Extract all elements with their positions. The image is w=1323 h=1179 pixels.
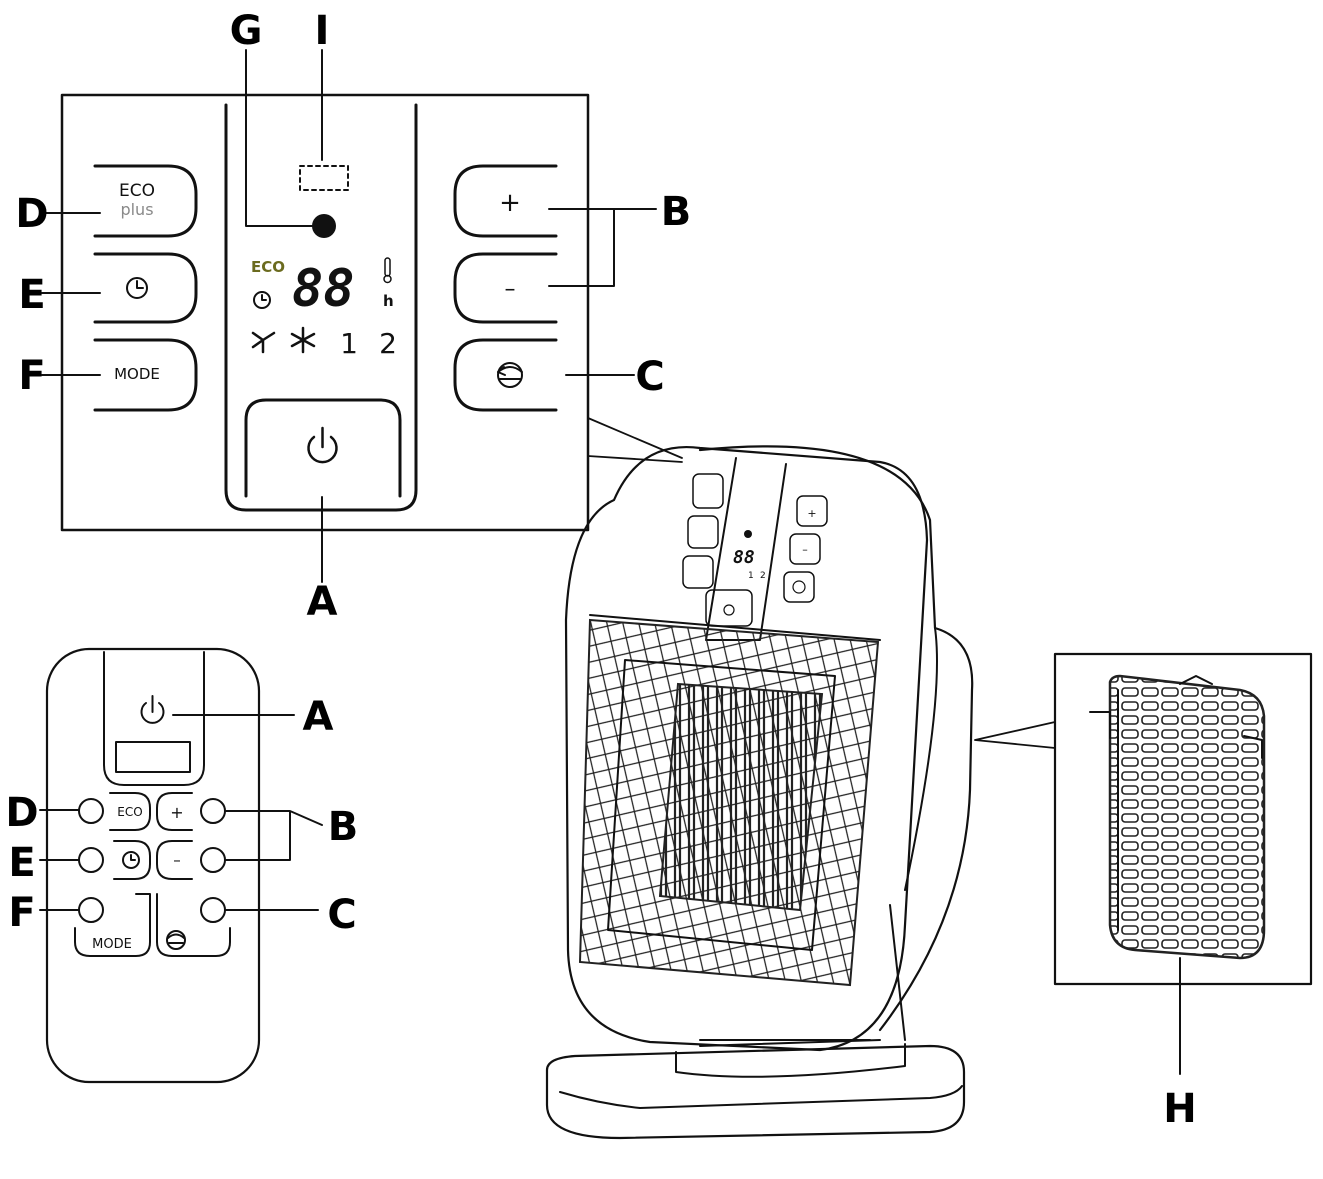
digit-display: 88: [292, 259, 355, 319]
callout-A-remote: A: [303, 694, 334, 740]
callout-H: H: [1163, 1086, 1196, 1132]
svg-text:+: +: [807, 507, 816, 520]
callout-B-panel: B: [661, 189, 692, 235]
remote-power-button[interactable]: [140, 695, 165, 724]
svg-text:1: 1: [748, 571, 754, 581]
callout-F-panel: F: [18, 353, 45, 399]
remote-eco-button[interactable]: ECO: [109, 792, 151, 831]
power-button[interactable]: [244, 398, 402, 498]
control-panel-closeup: ECO plus MODE + –: [60, 93, 683, 532]
remote-led-f: [78, 897, 104, 923]
panel-callouts: G I D E F B C A: [15, 8, 691, 625]
callout-E-panel: E: [18, 272, 45, 318]
svg-text:–: –: [802, 543, 808, 556]
oscillation-button[interactable]: [453, 338, 558, 412]
remote-plus-button[interactable]: +: [156, 792, 193, 831]
oscillation-icon: [166, 930, 186, 950]
heater-mini-panel: 88 1 2 + –: [682, 473, 828, 627]
svg-text:plus: plus: [120, 200, 153, 219]
svg-text:MODE: MODE: [92, 937, 132, 952]
mode-button[interactable]: MODE: [93, 338, 198, 412]
remote-led-plus: [200, 798, 226, 824]
eco-indicator: ECO: [251, 258, 285, 276]
remote-control: ECO + – MODE: [45, 647, 261, 1084]
heater-front-shell: [564, 446, 929, 1052]
callout-D-remote: D: [5, 790, 38, 836]
svg-text:+: +: [499, 188, 521, 218]
heater-base: [545, 1044, 966, 1140]
thermometer-icon: [383, 257, 392, 284]
callout-B-remote: B: [328, 804, 359, 850]
zoom-connector: [587, 417, 683, 463]
panel-frame: [60, 93, 590, 532]
remote-minus-button[interactable]: –: [156, 840, 193, 880]
ir-receiver-window: [299, 165, 349, 191]
svg-text:2: 2: [760, 571, 766, 581]
power-icon: [140, 695, 165, 724]
filter-grille: [1108, 674, 1266, 960]
svg-text:88: 88: [733, 547, 755, 568]
minus-button[interactable]: –: [453, 252, 558, 324]
hour-unit: h: [383, 292, 394, 310]
svg-text:+: +: [170, 803, 183, 822]
svg-text:ECO: ECO: [117, 805, 142, 819]
callout-F-remote: F: [8, 890, 35, 936]
svg-text:ECO: ECO: [119, 181, 155, 201]
callout-C-panel: C: [635, 354, 664, 400]
level-1-indicator: 1: [340, 327, 358, 360]
power-indicator-dot: [312, 214, 336, 238]
filter-closeup: H: [1053, 652, 1313, 1132]
fan-icon: [251, 331, 276, 354]
remote-body: [45, 647, 261, 1084]
svg-text:–: –: [173, 851, 181, 869]
heater: 88 1 2 + –: [545, 445, 1056, 1140]
level-2-indicator: 2: [379, 327, 397, 360]
remote-led-c: [200, 897, 226, 923]
callout-E-remote: E: [8, 840, 35, 886]
callout-I: I: [315, 8, 330, 54]
callout-G: G: [230, 8, 263, 54]
svg-text:MODE: MODE: [114, 365, 160, 383]
remote-led-d: [78, 798, 104, 824]
heat-icon: [290, 326, 316, 354]
heater-element: [658, 682, 824, 912]
timer-indicator-icon: [253, 291, 271, 309]
svg-text:–: –: [505, 277, 516, 302]
remote-timer-button[interactable]: [113, 840, 151, 880]
remote-oscillation-button[interactable]: [156, 893, 231, 957]
callout-A-panel: A: [307, 579, 338, 625]
remote-led-e: [78, 847, 104, 873]
remote-led-minus: [200, 847, 226, 873]
eco-plus-button[interactable]: ECO plus: [93, 164, 198, 238]
oscillation-icon: [497, 362, 523, 388]
power-icon: [307, 426, 338, 464]
plus-button[interactable]: +: [453, 164, 558, 238]
callout-C-remote: C: [327, 892, 356, 938]
remote-callouts: A D E F B C: [5, 694, 358, 938]
clock-icon: [126, 277, 148, 299]
clock-icon: [122, 851, 140, 869]
timer-button[interactable]: [93, 252, 198, 324]
remote-mode-button[interactable]: MODE: [74, 893, 151, 957]
callout-D-panel: D: [15, 191, 48, 237]
